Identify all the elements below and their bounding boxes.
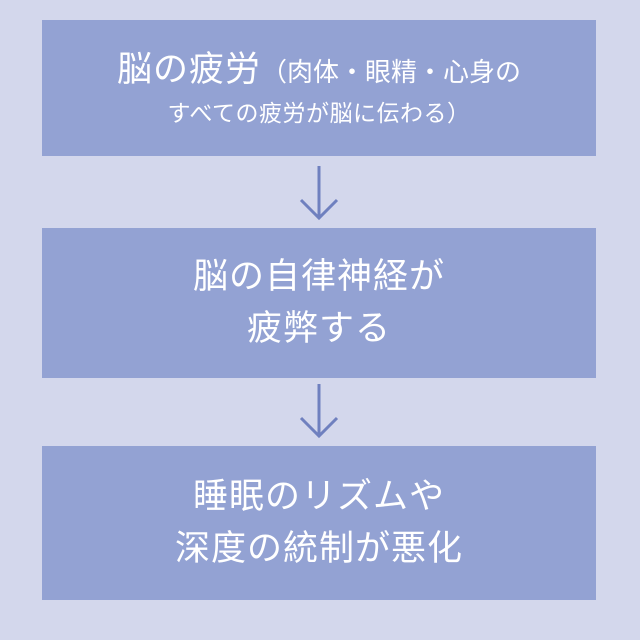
step-2-line-1: 脳の自律神経が bbox=[192, 257, 445, 297]
step-3-line-1: 睡眠のリズムや bbox=[192, 477, 445, 517]
step-box-autonomic-nerves: 脳の自律神経が 疲弊する bbox=[42, 228, 596, 378]
step-box-brain-fatigue: 脳の疲労（肉体・眼精・心身の すべての疲労が脳に伝わる） bbox=[42, 20, 596, 156]
step-1-note-line-2: すべての疲労が脳に伝わる） bbox=[167, 101, 471, 127]
step-1-title: 脳の疲労 bbox=[116, 50, 261, 90]
step-box-sleep-rhythm: 睡眠のリズムや 深度の統制が悪化 bbox=[42, 446, 596, 600]
step-1-first-line: 脳の疲労（肉体・眼精・心身の bbox=[117, 44, 521, 96]
step-2-line-2: 疲弊する bbox=[246, 309, 391, 349]
step-1-note-line-1: （肉体・眼精・心身の bbox=[261, 58, 522, 88]
arrow-down-icon bbox=[299, 166, 339, 221]
step-3-line-2: 深度の統制が悪化 bbox=[174, 529, 463, 569]
arrow-down-icon bbox=[299, 384, 339, 439]
